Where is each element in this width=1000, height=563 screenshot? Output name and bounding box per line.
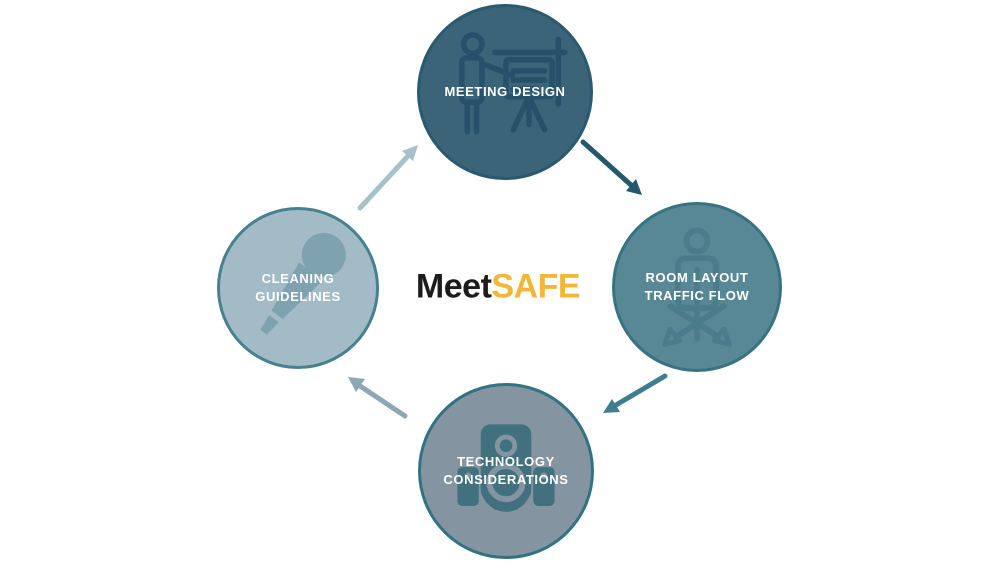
node-cleaning-guidelines: CLEANING GUIDELINES	[217, 207, 379, 369]
label-line: MEETING DESIGN	[444, 84, 566, 99]
presenter-at-board-icon	[459, 32, 568, 135]
arrow-room-to-technology	[603, 373, 668, 413]
arrow-cleaning-to-meeting	[357, 145, 418, 211]
label-line: GUIDELINES	[255, 289, 341, 304]
node-label-meeting-design: MEETING DESIGN	[444, 83, 565, 101]
brand-safe: SAFE	[491, 267, 581, 306]
microphone-icon	[260, 232, 346, 335]
label-line: ROOM LAYOUT	[645, 270, 749, 285]
label-line: TECHNOLOGY	[457, 454, 555, 469]
arrow-meeting-to-room	[580, 139, 642, 195]
label-line: CLEANING	[261, 271, 335, 286]
label-line: CONSIDERATIONS	[443, 472, 569, 487]
speaker-system-icon	[457, 424, 555, 512]
brand-meet: Meet	[415, 267, 492, 306]
brand-title: MeetSAFE	[415, 267, 581, 307]
person-direction-arrows-icon	[662, 227, 732, 347]
node-technology-considerations: TECHNOLOGY CONSIDERATIONS	[418, 383, 594, 559]
node-meeting-design: MEETING DESIGN	[417, 4, 593, 180]
node-label-room-layout: ROOM LAYOUT TRAFFIC FLOW	[645, 269, 750, 305]
node-label-technology: TECHNOLOGY CONSIDERATIONS	[443, 453, 568, 489]
label-line: TRAFFIC FLOW	[644, 288, 750, 303]
arrow-technology-to-cleaning	[348, 377, 408, 419]
node-label-cleaning: CLEANING GUIDELINES	[255, 270, 340, 306]
node-room-layout-traffic-flow: ROOM LAYOUT TRAFFIC FLOW	[612, 202, 782, 372]
